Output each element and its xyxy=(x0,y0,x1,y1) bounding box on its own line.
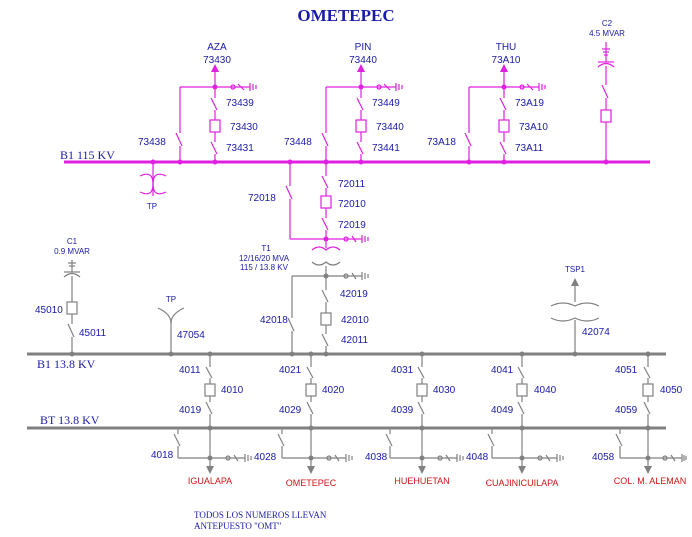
t1-lv-bypass-label: 42018 xyxy=(260,315,288,326)
aza-top-switch-label: 73439 xyxy=(226,98,254,109)
feeder-3-top-label: 4031 xyxy=(391,365,414,376)
pin-breaker-label: 73440 xyxy=(376,122,404,133)
feeder-1-top-label: 4011 xyxy=(179,365,201,376)
tsp1-number: 42074 xyxy=(582,327,610,338)
pin-bottom-switch-label: 73441 xyxy=(372,143,400,154)
feeder-1-name: IGUALAPA xyxy=(188,476,232,486)
line-aza-number: 73430 xyxy=(203,55,231,66)
tp-115-label: TP xyxy=(147,202,157,211)
t1-lv-breaker-label: 42010 xyxy=(341,315,369,326)
line-pin-name: PIN xyxy=(355,42,372,53)
feeder-4-bypass-label: 4048 xyxy=(466,452,489,463)
feeder-5-name: COL. M. ALEMAN xyxy=(614,476,687,486)
t1-hv-breaker-label: 72010 xyxy=(338,199,366,210)
tp-138-name: TP xyxy=(166,295,176,304)
t1-hv-top-label: 72011 xyxy=(338,179,366,190)
feeder-2-bypass-label: 4028 xyxy=(254,452,277,463)
feeder-4-bottom-label: 4049 xyxy=(491,405,514,416)
c2-rating: 4.5 MVAR xyxy=(589,29,625,38)
pin-top-switch-label: 73449 xyxy=(372,98,400,109)
feeder-4-breaker-label: 4040 xyxy=(534,385,557,396)
t1-hv-bypass-label: 72018 xyxy=(248,193,276,204)
c1-rating: 0.9 MVAR xyxy=(54,247,90,256)
feeder-5-top-label: 4051 xyxy=(615,365,638,376)
bus-bt-138kv: BT 13.8 KV xyxy=(27,413,666,430)
potential-transformer-138: TP 47054 xyxy=(157,295,205,357)
bus-b1-138kv-label: B1 13.8 KV xyxy=(37,357,96,371)
diagram-title: OMETEPEC xyxy=(297,6,394,25)
t1-lv-top-label: 42019 xyxy=(340,289,368,300)
note-line-1: TODOS LOS NUMEROS LLEVAN xyxy=(194,510,327,520)
aza-bypass-label: 73438 xyxy=(138,137,166,148)
feeder-2-name: OMETEPEC xyxy=(286,478,337,488)
line-pin-number: 73440 xyxy=(349,55,377,66)
t1-hv-bottom-label: 72019 xyxy=(338,220,366,231)
aza-breaker-label: 73430 xyxy=(230,122,258,133)
c1-breaker-label: 45010 xyxy=(35,305,63,316)
bus-b1-138kv: B1 13.8 KV xyxy=(27,352,666,371)
feeder-bay-1: 4011 4010 4019 4018 IGUALAPA xyxy=(151,351,252,486)
tsp1-name: TSP1 xyxy=(565,265,586,274)
feeder-bay-4: 4041 4040 4049 4048 CUAJINICUILAPA xyxy=(466,351,564,488)
bus-115kv: B1 115 KV xyxy=(60,148,650,164)
feeder-2-top-label: 4021 xyxy=(279,365,302,376)
feeder-1-breaker-label: 4010 xyxy=(221,385,244,396)
line-bay-pin: PIN 73440 73449 73440 73441 73448 xyxy=(284,42,404,165)
feeder-3-breaker-label: 4030 xyxy=(433,385,456,396)
line-thu-number: 73A10 xyxy=(492,55,521,66)
feeder-bay-5: 4051 4050 4059 4058 COL. M. ALEMAN xyxy=(592,351,687,486)
t1-lv-bottom-label: 42011 xyxy=(341,335,369,346)
bus-115kv-label: B1 115 KV xyxy=(60,148,115,162)
line-bay-thu: THU 73A10 73A19 73A10 73A11 73A18 xyxy=(427,42,548,165)
feeder-2-bottom-label: 4029 xyxy=(279,405,302,416)
feeder-4-top-label: 4041 xyxy=(491,365,514,376)
t1-name: T1 xyxy=(261,244,271,253)
thu-top-switch-label: 73A19 xyxy=(515,98,544,109)
bus-bt-138kv-label: BT 13.8 KV xyxy=(40,413,100,427)
line-bay-aza: AZA 73430 73439 73430 73431 73438 xyxy=(138,42,258,165)
transformer-t1-hv-bay: 72011 72010 72019 72018 xyxy=(248,159,369,248)
feeder-1-bottom-label: 4019 xyxy=(179,405,202,416)
feeder-5-breaker-label: 4050 xyxy=(660,385,683,396)
feeder-3-name: HUEHUETAN xyxy=(394,476,449,486)
feeder-3-bypass-label: 4038 xyxy=(365,452,388,463)
pin-bypass-label: 73448 xyxy=(284,137,312,148)
t1-rating: 12/16/20 MVA xyxy=(239,254,290,263)
thu-bottom-switch-label: 73A11 xyxy=(515,143,544,154)
aza-bottom-switch-label: 73431 xyxy=(226,143,254,154)
feeder-5-bottom-label: 4059 xyxy=(615,405,638,416)
capacitor-c1: C1 0.9 MVAR 45010 45011 xyxy=(35,237,107,357)
transformer-t1: T1 12/16/20 MVA 115 / 13.8 KV xyxy=(239,244,341,272)
t1-ratio: 115 / 13.8 KV xyxy=(240,263,289,272)
feeder-1-bypass-label: 4018 xyxy=(151,450,174,461)
c1-switch-label: 45011 xyxy=(79,328,107,339)
potential-transformer-115: TP xyxy=(139,159,167,211)
transformer-t1-lv-bay: 42019 42010 42011 42018 xyxy=(260,266,369,357)
feeder-5-bypass-label: 4058 xyxy=(592,452,615,463)
tp-138-number: 47054 xyxy=(177,330,205,341)
capacitor-c2: C2 4.5 MVAR xyxy=(589,19,625,165)
feeder-3-bottom-label: 4039 xyxy=(391,405,414,416)
feeder-2-breaker-label: 4020 xyxy=(322,385,345,396)
line-aza-name: AZA xyxy=(207,42,227,53)
feeder-4-name: CUAJINICUILAPA xyxy=(486,478,559,488)
feeder-bay-2: 4021 4020 4029 4028 OMETEPEC xyxy=(254,351,353,488)
c1-name: C1 xyxy=(67,237,78,246)
c2-name: C2 xyxy=(602,19,613,28)
feeder-bay-3: 4031 4030 4039 4038 HUEHUETAN xyxy=(365,351,464,486)
thu-breaker-label: 73A10 xyxy=(519,122,548,133)
line-thu-name: THU xyxy=(496,42,517,53)
service-transformer-tsp1: TSP1 42074 xyxy=(550,265,610,357)
thu-bypass-label: 73A18 xyxy=(427,137,456,148)
note-line-2: ANTEPUESTO "OMT" xyxy=(194,521,282,531)
